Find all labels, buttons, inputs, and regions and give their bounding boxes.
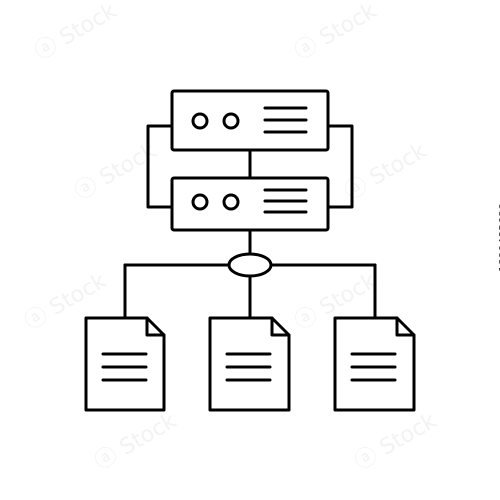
server-bottom-led-2 xyxy=(222,193,240,211)
document-icon xyxy=(84,316,166,412)
document-right-fold xyxy=(395,316,416,337)
server-rack-icon xyxy=(170,89,330,152)
server-link-bracket xyxy=(146,124,354,209)
server-top-led-1 xyxy=(191,112,209,130)
svg-text:ⓐ Stock: ⓐ Stock xyxy=(91,408,182,475)
right-link-line xyxy=(326,124,354,209)
svg-text:ⓐ Stock: ⓐ Stock xyxy=(341,138,432,205)
network-branches xyxy=(123,228,377,320)
svg-text:ⓐ Stock: ⓐ Stock xyxy=(351,408,442,475)
document-left-page xyxy=(84,316,166,412)
document-right-page xyxy=(333,316,416,412)
server-bottom-led-1 xyxy=(191,193,209,211)
server-top-led-2 xyxy=(222,112,240,130)
svg-text:ⓐ Stock: ⓐ Stock xyxy=(291,0,382,65)
svg-text:ⓐ Stock: ⓐ Stock xyxy=(31,0,122,65)
document-icon xyxy=(208,316,291,412)
network-hub-icon xyxy=(227,252,273,278)
left-link-line xyxy=(146,124,174,209)
document-center-page xyxy=(208,316,291,412)
server-bottom-body xyxy=(170,176,330,232)
server-rack-icon xyxy=(170,176,330,232)
document-center-fold xyxy=(270,316,291,337)
document-left-fold xyxy=(145,316,166,337)
document-icon xyxy=(333,316,416,412)
server-top-body xyxy=(170,89,330,152)
